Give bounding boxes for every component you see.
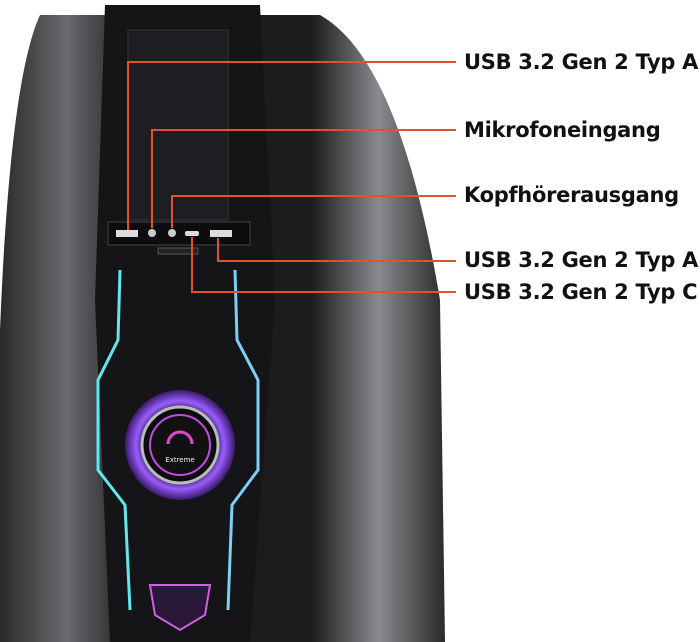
callout-line-usb-c <box>191 237 456 293</box>
label-headphone-out: Kopfhörerausgang <box>464 183 679 207</box>
io-panel <box>107 221 251 246</box>
callout-lines <box>127 61 456 293</box>
usb-a-port-2 <box>210 230 232 237</box>
headphone-jack <box>168 229 176 237</box>
logo-shield-icon <box>148 584 212 632</box>
callout-line-mic <box>151 129 456 228</box>
callout-line-usb-a-2 <box>217 238 456 262</box>
label-usb-c-front: USB 3.2 Gen 2 Typ C <box>464 280 698 304</box>
speedometer-icon <box>166 430 194 445</box>
usb-c-port <box>185 231 199 236</box>
label-usb-a-front-1: USB 3.2 Gen 2 Typ A <box>464 50 699 74</box>
callout-line-usb-a-1 <box>127 61 456 230</box>
power-button <box>157 247 199 255</box>
dial-screen-ring <box>149 414 211 476</box>
label-microphone-in: Mikrofoneingang <box>464 118 661 142</box>
dial-mode-text: Extreme <box>165 456 195 464</box>
top-panel <box>127 29 229 221</box>
label-usb-a-front-2: USB 3.2 Gen 2 Typ A <box>464 248 699 272</box>
led-strip-right <box>226 269 260 611</box>
callout-line-headphone <box>171 195 456 228</box>
usb-a-port-1 <box>116 230 138 237</box>
led-strip-left <box>96 269 132 611</box>
mic-jack <box>148 229 156 237</box>
